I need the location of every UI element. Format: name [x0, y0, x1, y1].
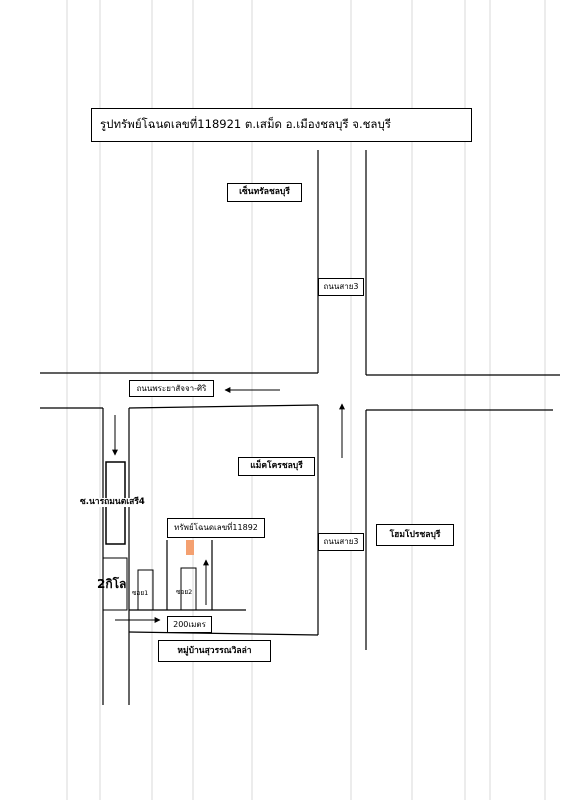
property-marker [186, 540, 194, 555]
soi1-box [137, 569, 154, 611]
soi2-edges [166, 540, 213, 610]
soi2-box [180, 567, 197, 611]
road3-edges [317, 150, 367, 650]
homepro-chonburi-label: โฮมโปรชลบุรี [376, 524, 454, 546]
soi2-label: ซอย2 [176, 588, 193, 596]
makro-chonburi-label: แม็คโครชลบุรี [238, 457, 315, 476]
distance-2km-label: 2กิโล [97, 577, 127, 591]
soi-narot-label: ซ.นารถมนตเสรี4 [80, 497, 145, 507]
property-deed-label: ทรัพย์โฉนดเลขที่11892 [167, 518, 265, 538]
distance-200m-label: 200เมตร [167, 616, 212, 633]
phraya-road-edges [40, 372, 560, 411]
village-suwan-villa-label: หมู่บ้านสุวรรณวิลล่า [158, 640, 271, 662]
soi1-label: ซอย1 [132, 589, 149, 597]
phraya-road-label: ถนนพระยาสัจจา-ศิริ [129, 380, 214, 397]
road3-top-label: ถนนสาย3 [318, 278, 364, 296]
central-chonburi-label: เซ็นทรัลชลบุรี [227, 183, 302, 202]
distance-2km-box [102, 557, 128, 611]
direction-arrows [112, 387, 345, 623]
road3-bottom-label: ถนนสาย3 [318, 533, 364, 551]
map-title: รูปทรัพย์โฉนดเลขที่118921 ต.เสม็ด อ.เมือ… [91, 108, 472, 142]
